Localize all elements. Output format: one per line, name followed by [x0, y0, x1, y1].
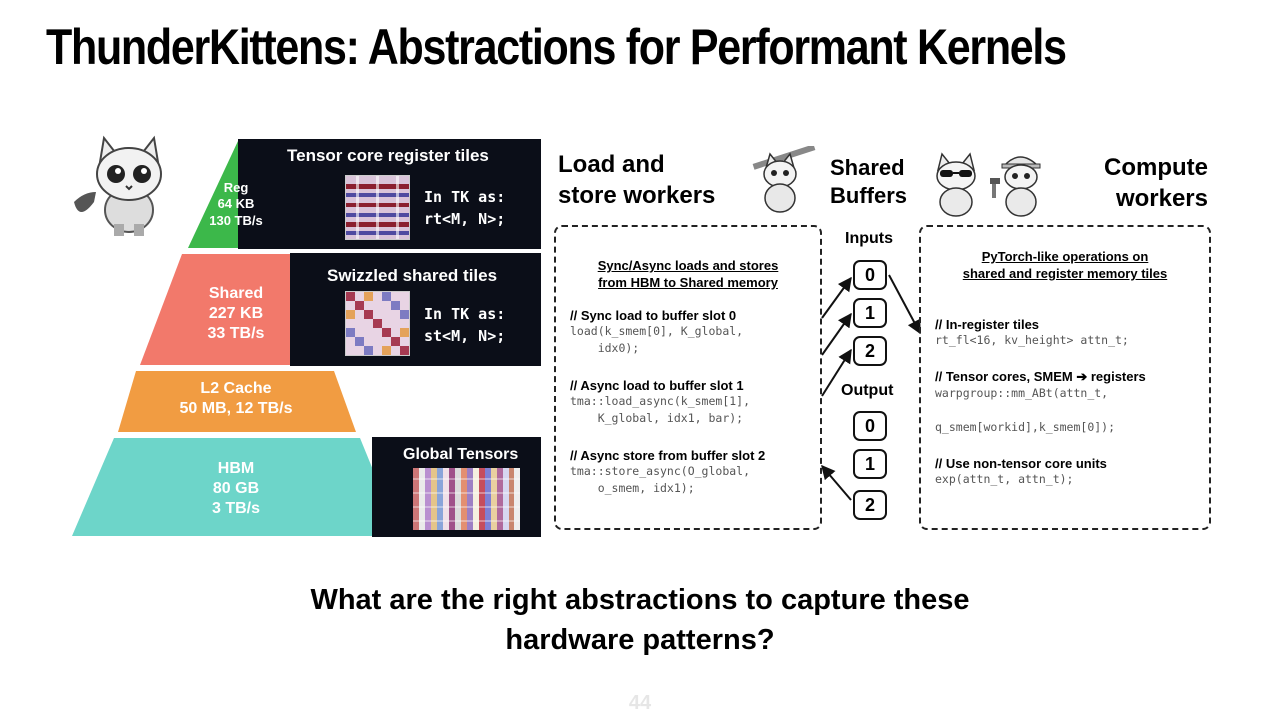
compute-item: // In-register tiles rt_fl<16, kv_height… — [935, 317, 1129, 349]
register-tile-grid — [345, 175, 410, 240]
slide-title: ThunderKittens: Abstractions for Perform… — [46, 19, 1067, 75]
compute-box — [919, 225, 1211, 530]
arrow-to-slot-2 — [821, 348, 852, 397]
global-tensors-heading: Global Tensors — [403, 446, 519, 463]
hbm-name: HBM — [217, 460, 255, 477]
load-store-item: // Sync load to buffer slot 0 load(k_sme… — [570, 308, 743, 357]
l2-tier-shape — [118, 371, 356, 432]
load-store-comment: // Async store from buffer slot 2 — [570, 448, 766, 463]
load-store-code: tma::load_async(k_smem[1], K_global, idx… — [570, 394, 751, 425]
load-store-box — [554, 225, 822, 530]
reg-name: Reg — [223, 180, 249, 195]
global-tensor-stripes — [413, 468, 520, 530]
load-store-comment: // Sync load to buffer slot 0 — [570, 308, 737, 323]
load-store-code: tma::store_async(O_global, o_smem, idx1)… — [570, 464, 751, 495]
load-store-box-title: Sync/Async loads and stores from HBM to … — [597, 258, 779, 290]
hbm-bandwidth: 3 TB/s — [211, 500, 260, 517]
l2-tier-label: L2 Cache 50 MB, 12 TB/s — [146, 379, 326, 419]
closing-question: What are the right abstractions to captu… — [310, 584, 970, 656]
compute-code: rt_fl<16, kv_height> attn_t; — [935, 333, 1129, 347]
compute-comment: // In-register tiles — [935, 317, 1040, 332]
reg-size: 64 KB — [217, 196, 255, 212]
load-store-item: // Async load to buffer slot 1 tma::load… — [570, 378, 750, 427]
compute-comment: // Tensor cores, SMEM ➔ registers — [935, 369, 1146, 384]
output-slot: 0 — [853, 411, 887, 441]
load-store-item: // Async store from buffer slot 2 tma::s… — [570, 448, 765, 497]
input-slot: 2 — [853, 336, 887, 366]
cool-kitten-icon — [936, 152, 976, 217]
shared-size: 227 KB — [208, 305, 264, 322]
compute-comment: // Use non-tensor core units — [935, 456, 1107, 471]
shared-tiles-heading: Swizzled shared tiles — [327, 266, 498, 285]
robot-kitten-icon — [74, 135, 162, 236]
reg-bandwidth: 130 TB/s — [209, 212, 263, 228]
output-label: Output — [841, 382, 894, 399]
shared-tiles-panel — [290, 253, 541, 366]
builder-kitten-icon — [990, 156, 1041, 217]
l2-detail: 50 MB, 12 TB/s — [179, 400, 293, 417]
input-slot: 1 — [853, 298, 887, 328]
input-slot: 0 — [853, 260, 887, 290]
memory-pyramid — [72, 141, 400, 536]
load-store-comment: // Async load to buffer slot 1 — [570, 378, 744, 393]
load-store-code: load(k_smem[0], K_global, idx0); — [570, 324, 744, 355]
load-store-heading: Load and store workers — [558, 151, 716, 209]
register-tiles-code: In TK as:rt<M, N>; — [424, 188, 506, 228]
output-slot: 2 — [853, 490, 887, 520]
shared-buffers-heading: Shared Buffers — [830, 155, 908, 208]
arrow-output-to-store — [821, 464, 852, 501]
shared-tier-label: Shared 227 KB 33 TB/s — [176, 284, 296, 344]
hbm-tier-label: HBM 80 GB 3 TB/s — [176, 459, 296, 519]
arrow-to-slot-0 — [821, 276, 852, 319]
compute-heading: Compute workers — [1104, 154, 1208, 212]
reg-tier-label: Reg 64 KB 130 TB/s — [196, 180, 276, 229]
register-tiles-heading: Tensor core register tiles — [287, 146, 489, 165]
hbm-size: 80 GB — [212, 480, 260, 497]
compute-code: warpgroup::mm_ABt(attn_t, q_smem[workid]… — [935, 386, 1116, 434]
shared-tile-grid — [345, 291, 410, 356]
arrow-to-slot-1 — [821, 312, 852, 356]
l2-name: L2 Cache — [200, 380, 272, 397]
compute-item: // Use non-tensor core units exp(attn_t,… — [935, 456, 1107, 488]
shared-name: Shared — [208, 285, 264, 302]
shared-tier-shape — [140, 254, 330, 365]
output-slot: 1 — [853, 449, 887, 479]
inputs-label: Inputs — [845, 230, 893, 247]
shared-tiles-code: In TK as:st<M, N>; — [424, 305, 506, 345]
worker-kitten-icon — [752, 146, 816, 213]
compute-box-title: PyTorch-like operations on shared and re… — [962, 249, 1168, 281]
compute-code: exp(attn_t, attn_t); — [935, 472, 1074, 486]
page-number: 44 — [628, 692, 652, 714]
compute-item: // Tensor cores, SMEM ➔ registers warpgr… — [935, 369, 1146, 436]
hbm-tier-shape — [72, 438, 400, 536]
arrow-slot-0-to-compute — [888, 274, 921, 335]
shared-bandwidth: 33 TB/s — [207, 325, 265, 342]
